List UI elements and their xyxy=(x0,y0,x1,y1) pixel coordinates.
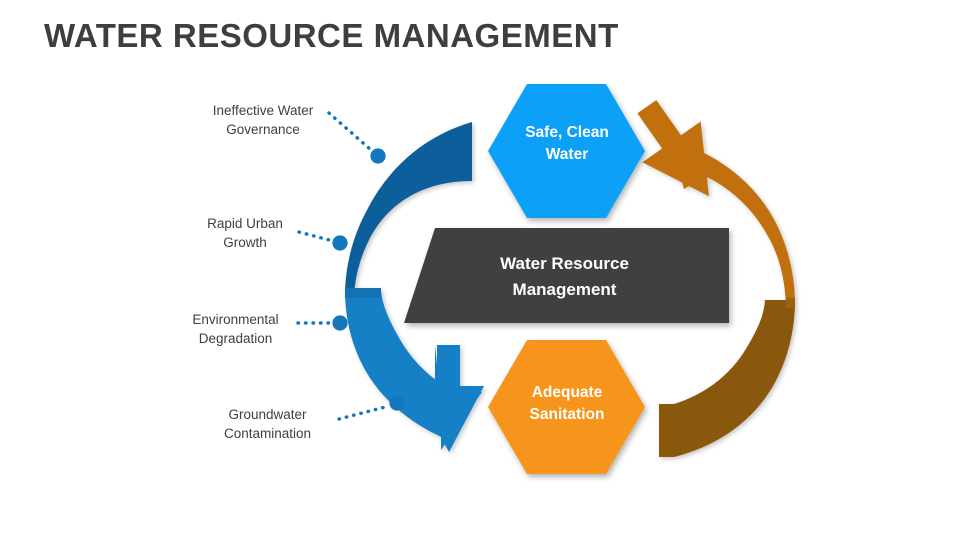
center-node-shape[interactable] xyxy=(404,228,729,323)
issue-label-rapid-urban-growth: Rapid Urban Growth xyxy=(207,216,283,250)
issue-label-ineffective-water-governance: Ineffective Water Governance xyxy=(212,103,314,137)
issue-connector-2 xyxy=(296,315,348,331)
issue-connector-0 xyxy=(327,111,386,164)
page-title: WATER RESOURCE MANAGEMENT xyxy=(44,17,619,54)
issue-dot-2 xyxy=(332,315,348,331)
orange-cycle-arrow[interactable] xyxy=(618,86,795,457)
issue-dot-0 xyxy=(370,148,386,164)
issue-connector-3 xyxy=(337,395,405,421)
issue-connector-1 xyxy=(297,230,348,251)
issue-label-groundwater-contamination: Groundwater Contamination xyxy=(223,407,312,441)
issue-label-environmental-degradation: Environmental Degradation xyxy=(192,312,279,346)
blue-cycle-arrow[interactable] xyxy=(345,122,484,452)
hexagon-adequate-sanitation[interactable] xyxy=(488,340,645,474)
issue-dot-3 xyxy=(389,395,405,411)
issue-dot-1 xyxy=(332,235,348,251)
hexagon-safe-clean-water[interactable] xyxy=(488,84,645,218)
